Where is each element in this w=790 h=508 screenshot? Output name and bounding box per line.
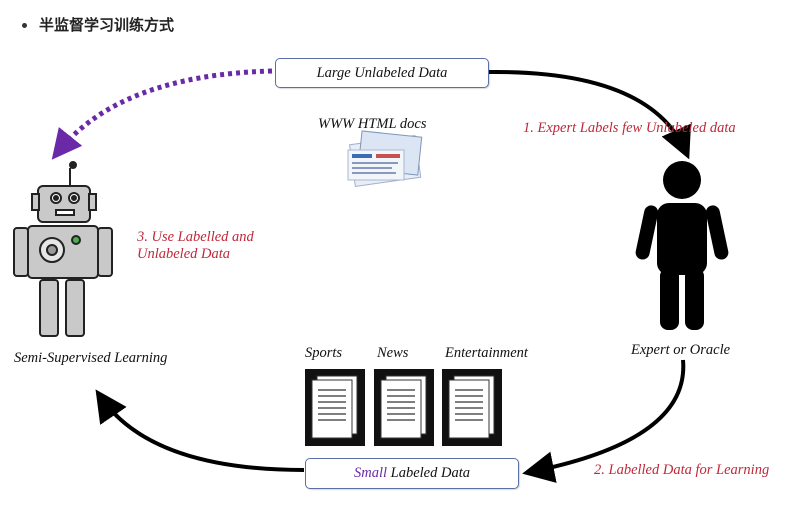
step2-label: 2. Labelled Data for Learning [594,462,770,478]
large-unlabeled-data-label: Large Unlabeled Data [316,65,448,81]
step3-line1: 3. Use Labelled and [137,229,254,245]
expert-silhouette [635,161,729,330]
arrow-to-learner [95,389,305,472]
large-unlabeled-data-box: Large Unlabeled Data [275,58,489,88]
category-entertainment: Entertainment [445,345,528,361]
small-highlight: Small [354,465,388,481]
small-labeled-data-label: Small Labeled Data [354,465,470,481]
robot-illustration [13,161,113,337]
doc-stack-sports [305,369,365,446]
doc-stack-news [374,369,434,446]
labeled-data-text: Labeled Data [387,465,470,481]
step1-label: 1. Expert Labels few Unlabeled data [523,120,736,136]
arrow-to-labeled-data [522,359,686,483]
step3-line2: Unlabeled Data [137,246,231,262]
heading-text: 半监督学习训练方式 [39,16,175,34]
category-news: News [377,345,409,361]
dotted-arrow-unlabeled-to-learner [51,68,273,160]
doc-stack-entertainment [442,369,502,446]
web-docs-image [347,130,423,187]
bullet-icon [22,23,27,28]
arrow-to-expert [487,69,691,160]
page-heading: 半监督学习训练方式 [22,14,174,35]
learner-label: Semi-Supervised Learning [14,350,168,366]
www-docs-label: WWW HTML docs [318,116,427,132]
small-labeled-data-box: Small Labeled Data [305,458,519,489]
expert-label: Expert or Oracle [631,342,731,358]
category-sports: Sports [305,345,343,361]
